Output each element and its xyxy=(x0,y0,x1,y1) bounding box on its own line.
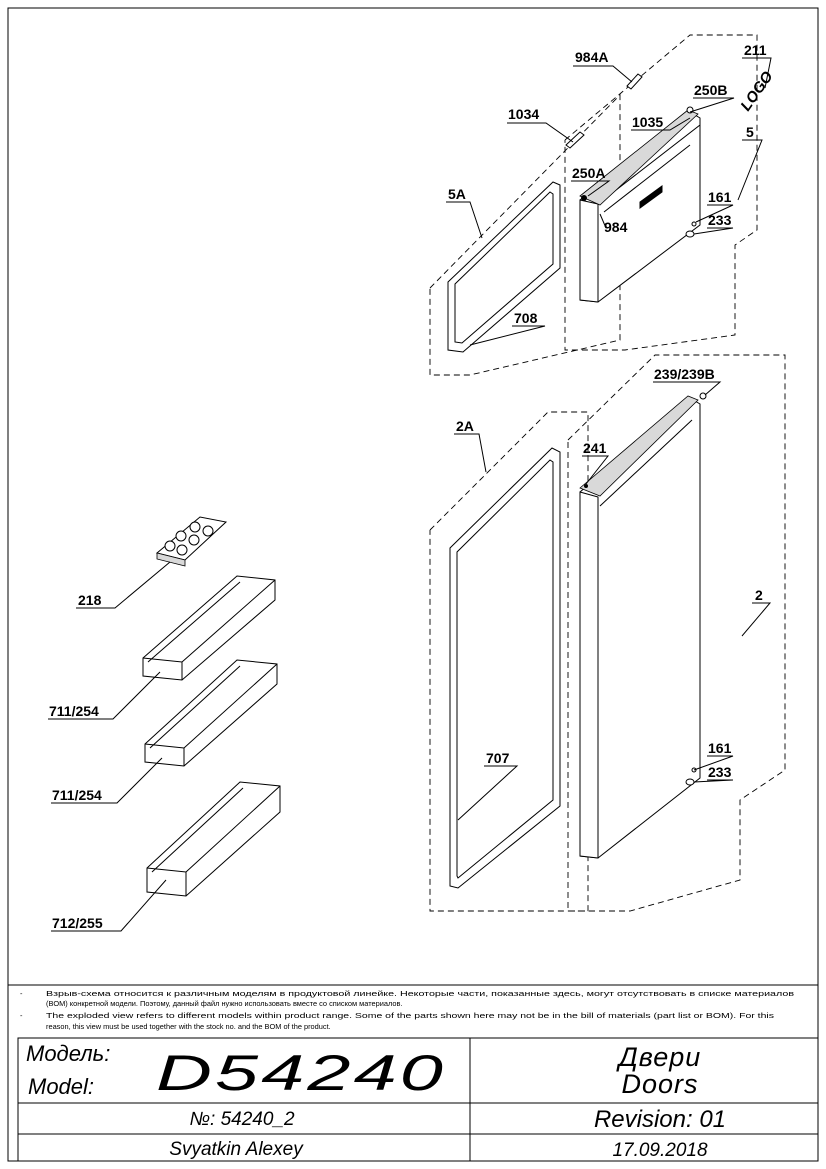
note-en-line1: The exploded view refers to different mo… xyxy=(46,1011,774,1020)
callout-1034: 1034 xyxy=(508,106,539,122)
callout-711-upper: 711/254 xyxy=(49,703,99,719)
model-label-en: Model: xyxy=(28,1074,94,1099)
document-number: №: 54240_2 xyxy=(189,1109,295,1130)
author: Svyatkin Alexey xyxy=(169,1139,304,1160)
leader-lines xyxy=(48,57,772,932)
note-en-line2: reason, this view must be used together … xyxy=(46,1022,331,1031)
egg-tray-218 xyxy=(155,516,228,567)
callout-712: 712/255 xyxy=(52,915,103,931)
model-label-ru: Модель: xyxy=(26,1041,110,1066)
title-block: Модель: Model: D54240 Двери Doors №: 542… xyxy=(17,1037,819,1162)
callout-250b: 250B xyxy=(694,82,727,98)
callout-161-bottom: 161 xyxy=(708,740,732,756)
callout-233-top: 233 xyxy=(708,212,732,228)
callout-2: 2 xyxy=(755,587,763,603)
svg-text:-: - xyxy=(20,1011,23,1020)
cap-233-bottom xyxy=(685,778,695,786)
door-2-boundary xyxy=(567,354,786,912)
callout-labels: 984A 211 250B LOGO 1034 1035 5 250A 161 … xyxy=(49,42,777,931)
handle-984 xyxy=(639,185,663,209)
callout-161-top: 161 xyxy=(708,189,732,205)
callout-218: 218 xyxy=(78,592,102,608)
callout-1035: 1035 xyxy=(632,114,663,130)
note-ru-line1: Взрыв-схема относится к различным моделя… xyxy=(46,989,794,998)
callout-2a: 2A xyxy=(456,418,474,434)
callout-239: 239/239B xyxy=(654,366,715,382)
bushing-239b xyxy=(699,392,707,400)
callout-984a: 984A xyxy=(575,49,608,65)
door-shelves xyxy=(142,516,281,897)
shelf-712 xyxy=(146,781,281,897)
callout-708: 708 xyxy=(514,310,538,326)
date: 17.09.2018 xyxy=(612,1140,708,1161)
door-cap-239 xyxy=(579,395,699,497)
callout-211: 211 xyxy=(744,42,767,58)
note-ru-line2: (BOM) конкретной модели. Поэтому, данный… xyxy=(46,999,402,1008)
revision: Revision: 01 xyxy=(594,1106,726,1133)
shelf-711-lower xyxy=(144,659,278,767)
part-984a xyxy=(626,73,643,90)
drawing-title-ru: Двери xyxy=(616,1042,702,1072)
pin-241 xyxy=(584,484,588,488)
door-5-boundary xyxy=(564,34,758,351)
callout-250a: 250A xyxy=(572,165,605,181)
callout-711-lower: 711/254 xyxy=(52,787,102,803)
callout-707: 707 xyxy=(486,750,510,766)
disclaimer-notes: - Взрыв-схема относится к различным моде… xyxy=(20,989,794,1031)
callout-233-bottom: 233 xyxy=(708,764,732,780)
model-number: D54240 xyxy=(156,1045,446,1101)
gasket-5a-boundary xyxy=(429,93,621,376)
hinge-bushing-250a xyxy=(581,195,587,201)
part-1034 xyxy=(565,131,585,149)
callout-241: 241 xyxy=(583,440,607,456)
cap-233-top xyxy=(685,230,695,238)
fridge-door-assembly xyxy=(429,354,786,912)
callout-5: 5 xyxy=(746,124,754,140)
hinge-bushing-250b xyxy=(686,106,694,114)
drawing-title-en: Doors xyxy=(621,1069,698,1099)
callout-984: 984 xyxy=(604,219,628,235)
pin-161-top xyxy=(691,221,697,227)
callout-5a: 5A xyxy=(448,186,466,202)
shelf-711-upper xyxy=(142,575,276,681)
svg-text:-: - xyxy=(20,989,23,998)
